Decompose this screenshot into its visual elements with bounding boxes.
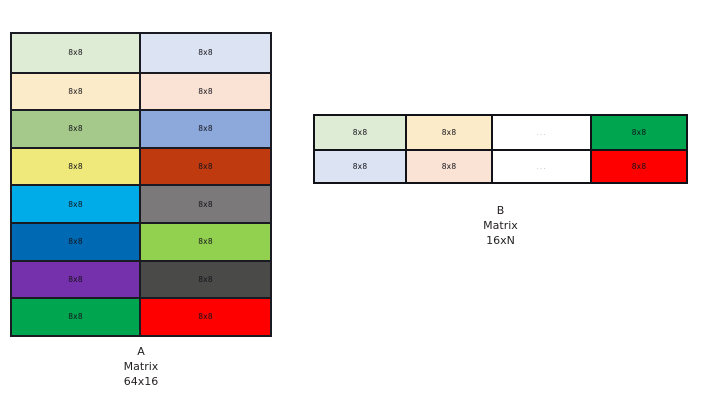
matrix-a-cell-r8c2: 8x8 bbox=[141, 299, 270, 335]
matrix-a-row: 8x8 8x8 bbox=[12, 71, 270, 110]
matrix-a-row: 8x8 8x8 bbox=[12, 109, 270, 147]
matrix-a-row: 8x8 8x8 bbox=[12, 146, 270, 185]
matrix-a-cell-r2c2: 8x8 bbox=[141, 73, 270, 110]
matrix-a-cell-r7c2: 8x8 bbox=[141, 261, 270, 298]
matrix-a-row: 8x8 8x8 bbox=[12, 259, 270, 298]
matrix-a-caption-kind: Matrix bbox=[123, 360, 159, 373]
matrix-a-cell-r4c2: 8x8 bbox=[141, 148, 270, 185]
matrix-a-caption-dims: 64x16 bbox=[123, 375, 159, 388]
matrix-a-row: 8x8 8x8 bbox=[12, 221, 270, 260]
matrix-a-caption: A Matrix 64x16 bbox=[10, 344, 272, 389]
matrix-a-group: 8x8 8x8 8x8 8x8 8x8 8x8 8x8 8x8 8x8 8x8 … bbox=[10, 32, 272, 337]
matrix-b-group: 8x8 8x8 ... 8x8 8x8 8x8 ... 8x8 bbox=[313, 114, 688, 184]
matrix-a-cell-r1c2: 8x8 bbox=[141, 34, 270, 72]
matrix-b-caption-kind: Matrix bbox=[483, 219, 518, 232]
matrix-a-cell-r6c2: 8x8 bbox=[141, 223, 270, 260]
matrix-b-cell-r1c1: 8x8 bbox=[315, 116, 407, 149]
matrix-a-cell-r2c1: 8x8 bbox=[12, 73, 141, 110]
matrix-b-grid: 8x8 8x8 ... 8x8 8x8 8x8 ... 8x8 bbox=[313, 114, 688, 184]
matrix-a-row: 8x8 8x8 bbox=[12, 297, 270, 335]
matrix-b-caption: B Matrix 16xN bbox=[313, 203, 688, 248]
matrix-b-cell-r1c4: 8x8 bbox=[592, 116, 686, 149]
matrix-a-cell-r1c1: 8x8 bbox=[12, 34, 141, 72]
matrix-b-cell-r2c3-ellipsis: ... bbox=[493, 151, 592, 182]
matrix-b-cell-r1c3-ellipsis: ... bbox=[493, 116, 592, 149]
matrix-a-cell-r5c1: 8x8 bbox=[12, 186, 141, 222]
matrix-a-cell-r5c2: 8x8 bbox=[141, 186, 270, 222]
matrix-a-cell-r7c1: 8x8 bbox=[12, 261, 141, 298]
matrix-b-caption-name: B bbox=[496, 204, 505, 217]
matrix-a-cell-r6c1: 8x8 bbox=[12, 223, 141, 260]
matrix-a-row: 8x8 8x8 bbox=[12, 34, 270, 72]
matrix-b-cell-r1c2: 8x8 bbox=[407, 116, 493, 149]
matrix-a-caption-name: A bbox=[137, 345, 145, 358]
matrix-a-row: 8x8 8x8 bbox=[12, 184, 270, 222]
matrix-a-grid: 8x8 8x8 8x8 8x8 8x8 8x8 8x8 8x8 8x8 8x8 … bbox=[10, 32, 272, 337]
matrix-b-cell-r2c1: 8x8 bbox=[315, 151, 407, 182]
matrix-a-cell-r3c2: 8x8 bbox=[141, 111, 270, 147]
matrix-a-cell-r4c1: 8x8 bbox=[12, 148, 141, 185]
matrix-b-caption-dims: 16xN bbox=[486, 234, 515, 247]
matrix-b-cell-r2c4: 8x8 bbox=[592, 151, 686, 182]
matrix-b-cell-r2c2: 8x8 bbox=[407, 151, 493, 182]
matrix-b-row: 8x8 8x8 ... 8x8 bbox=[315, 149, 686, 182]
matrix-b-row: 8x8 8x8 ... 8x8 bbox=[315, 116, 686, 149]
matrix-a-cell-r3c1: 8x8 bbox=[12, 111, 141, 147]
matrix-a-cell-r8c1: 8x8 bbox=[12, 299, 141, 335]
